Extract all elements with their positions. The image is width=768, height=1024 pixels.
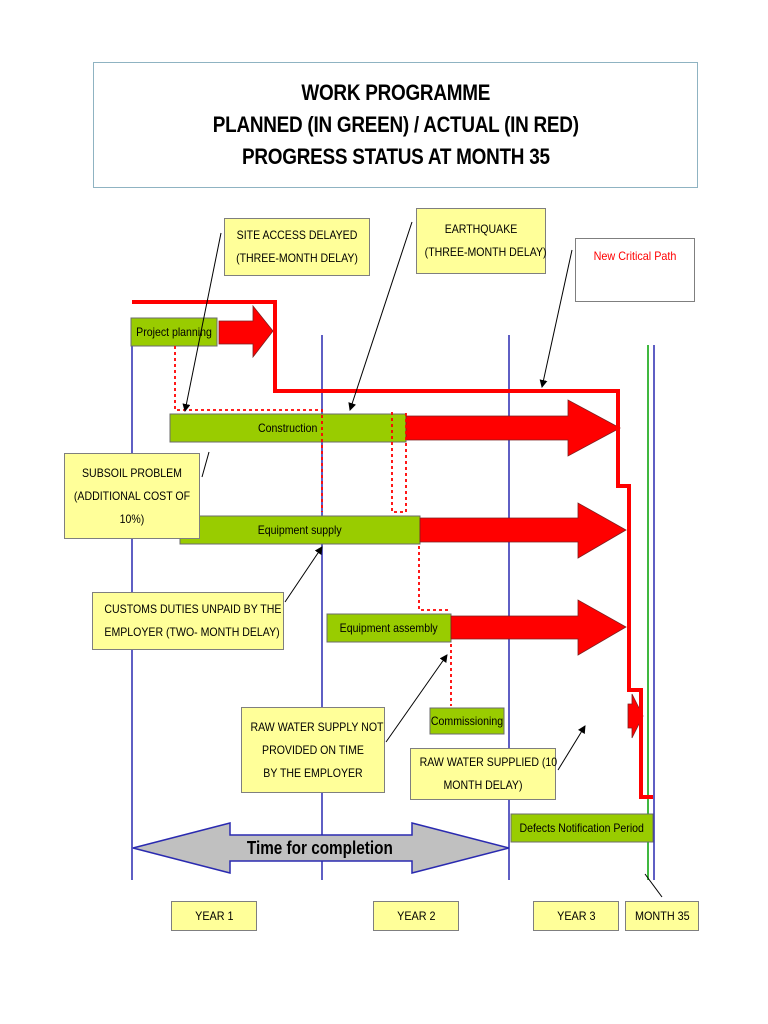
customs-callout: CUSTOMS DUTIES UNPAID BY THE EMPLOYER (T… — [92, 592, 284, 650]
equipment-supply-red-arrow — [419, 502, 627, 559]
equipment-supply-label: Equipment supply — [258, 523, 342, 537]
construction-label: Construction — [258, 421, 318, 435]
equipment-assembly-label: Equipment assembly — [339, 621, 439, 635]
month35-box: MONTH 35 — [625, 901, 699, 931]
customs-pointer — [284, 546, 323, 603]
critical-path-line — [132, 300, 653, 799]
raw-water-supplied-pointer-2 — [557, 714, 592, 770]
equipment-assembly-red-arrow — [450, 599, 627, 656]
critical-path-pointer — [539, 249, 573, 388]
critical-path-legend: New Critical Path — [575, 238, 695, 302]
year2-box: YEAR 2 — [373, 901, 459, 931]
subsoil-callout: SUBSOIL PROBLEM (ADDITIONAL COST OF 10%) — [64, 453, 200, 539]
title-line-3: PROGRESS STATUS AT MONTH 35 — [241, 144, 550, 169]
title-line-2: PLANNED (IN GREEN) / ACTUAL (IN RED) — [212, 112, 579, 137]
year1-box: YEAR 1 — [171, 901, 257, 931]
raw-water-not-pointer — [385, 654, 448, 743]
year3-box: YEAR 3 — [533, 901, 619, 931]
planning-red-arrow — [218, 304, 274, 359]
site-access-callout: SITE ACCESS DELAYED (THREE-MONTH DELAY) — [224, 218, 370, 276]
commissioning-red-arrow — [627, 693, 644, 739]
earthquake-pointer — [348, 221, 413, 411]
title-box: WORK PROGRAMME PLANNED (IN GREEN) / ACTU… — [93, 62, 698, 188]
commissioning-label: Commissioning — [430, 714, 504, 728]
raw-water-supplied-callout: RAW WATER SUPPLIED (10 MONTH DELAY) — [410, 748, 557, 800]
month35-pointer — [644, 873, 663, 898]
time-for-completion-arrow — [132, 822, 510, 874]
raw-water-not-callout: RAW WATER SUPPLY NOT PROVIDED ON TIME BY… — [241, 707, 385, 793]
defects-notification-bar — [510, 813, 654, 843]
project-planning-label: Project planning — [136, 325, 212, 339]
subsoil-pointer — [201, 451, 210, 478]
dependency-links — [174, 346, 452, 706]
construction-bar — [169, 413, 407, 443]
time-for-completion-label: Time for completion — [247, 837, 393, 858]
construction-red-arrow — [405, 399, 621, 457]
commissioning-bar — [429, 707, 505, 735]
defects-notification-label: Defects Notification Period — [519, 821, 645, 835]
raw-water-supplied-pointer — [557, 725, 586, 771]
title-line-1: WORK PROGRAMME — [301, 80, 490, 105]
earthquake-callout: EARTHQUAKE (THREE-MONTH DELAY) — [416, 208, 547, 274]
site-access-pointer — [182, 232, 222, 412]
